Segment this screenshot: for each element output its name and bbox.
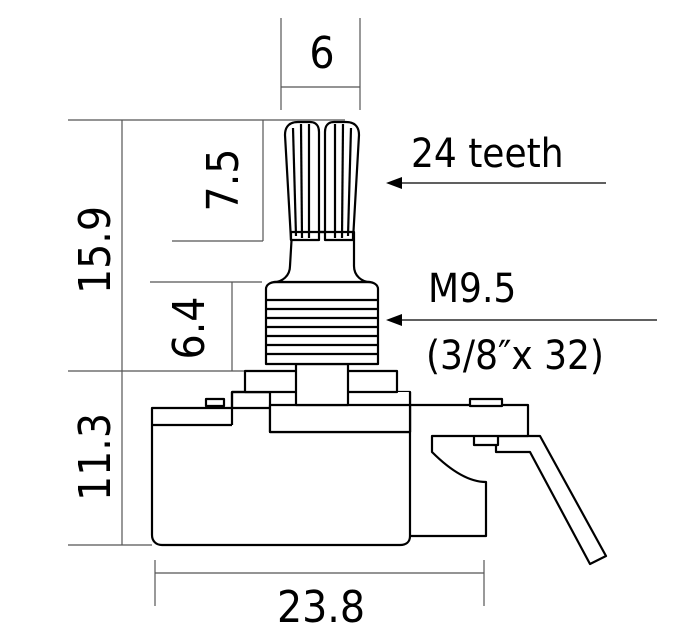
shaft-width-label: 6 <box>309 28 334 79</box>
teeth-callout: 24 teeth <box>411 131 564 177</box>
body-width-label: 23.8 <box>277 582 365 633</box>
leader-arrows <box>386 177 657 326</box>
thread-imperial-callout: (3/8″x 32) <box>426 333 604 379</box>
bracket-tab-left <box>204 397 226 408</box>
terminal-lead <box>472 429 608 566</box>
potentiometer-part <box>150 120 608 566</box>
teeth-arrow-head <box>386 177 402 189</box>
thread-callout: M9.5 <box>428 266 516 312</box>
dimension-lines <box>68 18 485 606</box>
labels: 6 7.5 15.9 6.4 11.3 23.8 24 teeth M9.5 (… <box>70 28 604 633</box>
bushing-height-label: 6.4 <box>164 297 215 360</box>
thread-arrow-head <box>386 314 402 326</box>
total-shaft-height-label: 15.9 <box>70 206 121 294</box>
bracket-plate <box>398 403 530 538</box>
knurl-length-label: 7.5 <box>198 149 249 212</box>
shaft-collar <box>294 362 350 407</box>
threaded-bushing <box>264 280 380 366</box>
knurled-shaft <box>283 120 361 242</box>
shaft-neck <box>272 230 372 284</box>
body-height-label: 11.3 <box>70 413 121 501</box>
bracket-tab <box>468 397 504 408</box>
